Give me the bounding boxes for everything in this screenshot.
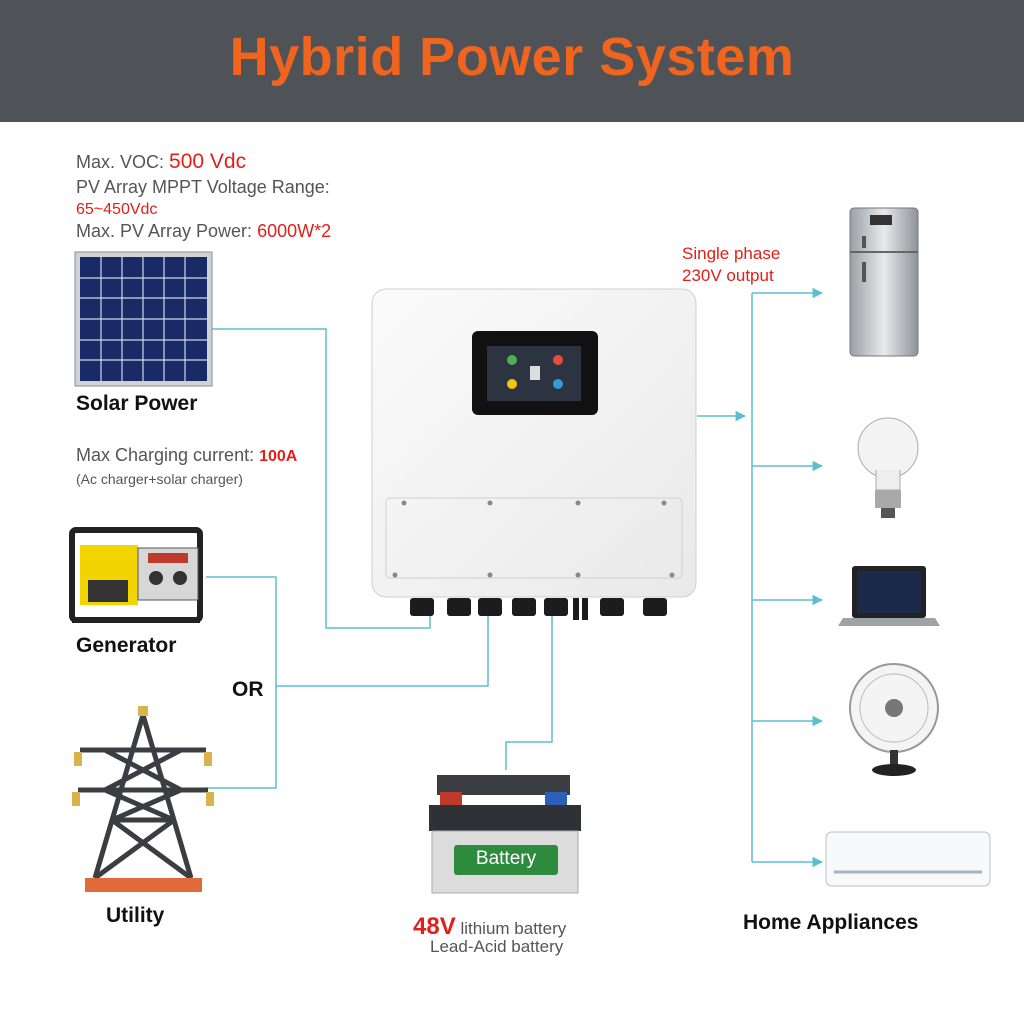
- voc-value: 500 Vdc: [169, 150, 247, 173]
- solar-panel-icon: [74, 251, 213, 387]
- inverter-icon: [371, 288, 697, 620]
- battery-badge: Battery: [475, 848, 537, 869]
- charging-spec: Max Charging current: 100A: [76, 445, 297, 466]
- laptop-icon: [838, 566, 940, 626]
- battery-icon: [429, 775, 581, 894]
- power-label: Max. PV Array Power:: [76, 221, 253, 241]
- utility-label: Utility: [106, 904, 165, 927]
- solar-line: [212, 328, 431, 629]
- charging-label: Max Charging current:: [76, 445, 255, 465]
- light-bulb-icon: [857, 417, 919, 518]
- or-label: OR: [232, 678, 264, 701]
- battery-type1: lithium battery: [460, 919, 567, 938]
- page-title: Hybrid Power System: [229, 27, 795, 87]
- battery-voltage: 48V: [413, 913, 456, 940]
- output-line1: Single phase: [682, 244, 781, 263]
- charging-note: (Ac charger+solar charger): [76, 471, 243, 487]
- grid-line: [276, 610, 489, 687]
- generator-line: [206, 576, 277, 789]
- connection-lines: [206, 287, 824, 868]
- power-spec: Max. PV Array Power: 6000W*2: [76, 221, 331, 242]
- solar-label: Solar Power: [76, 392, 198, 415]
- output-line2: 230V output: [682, 266, 774, 285]
- fan-icon: [849, 663, 939, 776]
- generator-icon: [69, 527, 203, 623]
- battery-type-line: 48V lithium battery: [413, 913, 566, 941]
- voc-spec: Max. VOC: 500 Vdc: [76, 150, 246, 174]
- voc-label: Max. VOC:: [76, 152, 165, 172]
- utility-tower-icon: [78, 714, 208, 881]
- power-value: 6000W*2: [257, 221, 332, 241]
- battery-line: [505, 610, 553, 770]
- tower-base-icon: [85, 878, 202, 892]
- mppt-label: PV Array MPPT Voltage Range:: [76, 177, 330, 197]
- battery-type2: Lead-Acid battery: [430, 937, 564, 956]
- fridge-icon: [849, 207, 919, 357]
- header-bar: Hybrid Power System: [0, 0, 1024, 122]
- generator-label: Generator: [76, 634, 177, 657]
- charging-value: 100A: [259, 448, 298, 465]
- mppt-value: 65~450Vdc: [76, 201, 158, 218]
- air-conditioner-icon: [825, 831, 991, 887]
- appliances-label: Home Appliances: [743, 911, 919, 934]
- insulator-icon: [72, 706, 214, 806]
